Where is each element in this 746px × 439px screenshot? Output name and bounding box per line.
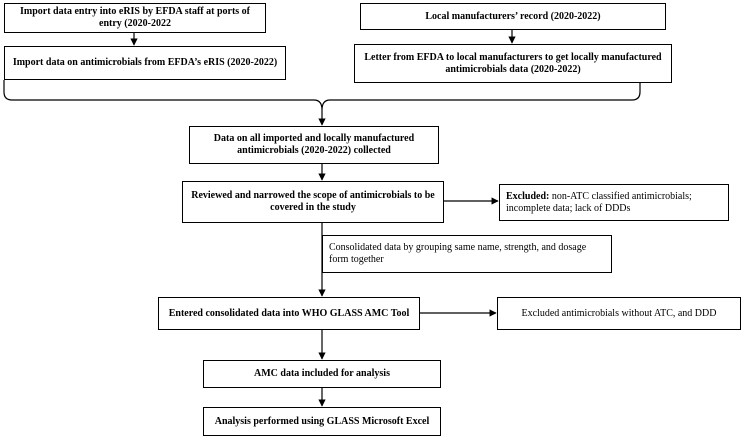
box-analysis: Analysis performed using GLASS Microsoft… [203, 407, 441, 436]
box-reviewed: Reviewed and narrowed the scope of antim… [182, 181, 444, 223]
box-eris-data: Import data on antimicrobials from EFDA’… [4, 46, 286, 80]
box-excluded-2: Excluded antimicrobials without ATC, and… [497, 297, 741, 330]
excluded-label: Excluded: [506, 190, 550, 202]
box-local-record: Local manufacturers’ record (2020-2022) [360, 3, 666, 30]
box-excluded-1: Excluded: non-ATC classified antimicrobi… [499, 184, 729, 221]
brace-merge [3, 80, 641, 111]
box-entered: Entered consolidated data into WHO GLASS… [158, 297, 420, 330]
box-amc-data: AMC data included for analysis [203, 360, 441, 388]
box-collected: Data on all imported and locally manufac… [189, 126, 439, 164]
box-eris-entry: Import data entry into eRIS by EFDA staf… [4, 3, 266, 33]
excluded-reasons: non-ATC classified antimicrobials; incom… [506, 190, 692, 214]
box-efda-letter: Letter from EFDA to local manufacturers … [354, 44, 672, 83]
box-consolidated: Consolidated data by grouping same name,… [322, 235, 612, 273]
